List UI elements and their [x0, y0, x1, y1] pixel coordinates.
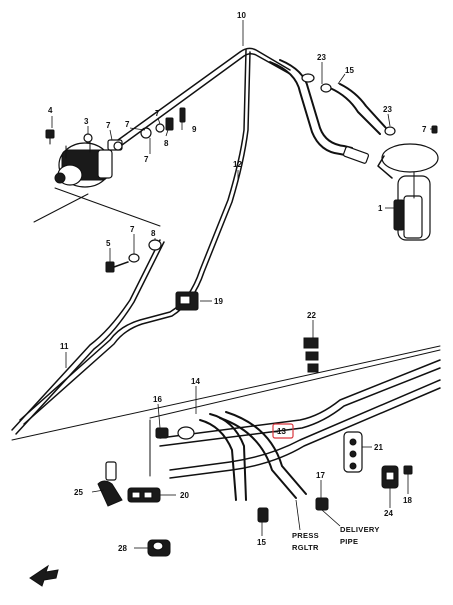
note-delivery-pipe-line1: DELIVERY [340, 525, 380, 534]
hose-13 [199, 411, 307, 501]
callout-11: 11 [60, 342, 69, 351]
callout-10: 10 [237, 11, 246, 20]
note-delivery-pipe-line2: PIPE [340, 537, 358, 546]
front-arrow-icon [29, 564, 59, 587]
callout-8-a: 8 [164, 139, 169, 148]
fuel-pipe-14-lower [169, 379, 441, 479]
callout-15-a: 15 [345, 66, 354, 75]
callout-24: 24 [384, 509, 393, 518]
callout-16: 16 [153, 395, 162, 404]
clip-19 [175, 291, 199, 311]
callout-7-e: 7 [422, 125, 427, 134]
callout-15-b: 15 [257, 538, 266, 547]
clip-28 [147, 539, 171, 557]
fuel-pipe-11 [11, 239, 165, 435]
bolt-3 [83, 133, 93, 143]
callout-21: 21 [374, 443, 383, 452]
clip-17 [315, 497, 329, 511]
body-panel-outline [11, 345, 441, 477]
clip-22 [303, 337, 319, 373]
callout-labels: 10 4 3 7 7 7 8 9 7 23 15 23 7 1 12 5 7 8… [48, 11, 427, 553]
callout-9: 9 [192, 125, 197, 134]
callout-28: 28 [118, 544, 127, 553]
hose-15 [329, 83, 387, 135]
fuel-hose-upper [269, 59, 370, 164]
callout-22: 22 [307, 311, 316, 320]
clamp-23-top [301, 73, 332, 93]
callout-7-a: 7 [106, 121, 111, 130]
callout-13-highlighted: 13 [272, 423, 294, 439]
clip-24 [381, 465, 399, 489]
note-press-regulator-line1: PRESS [292, 531, 319, 540]
clip-25 [97, 461, 123, 507]
clamp-23-side [384, 126, 396, 136]
leader-lines [51, 20, 434, 549]
callout-3: 3 [84, 117, 89, 126]
fuel-pipe-12 [19, 49, 251, 425]
callout-1: 1 [378, 204, 383, 213]
bracket-21 [343, 431, 363, 473]
washer-8-mid [148, 239, 162, 251]
screw-7-pump [431, 125, 438, 134]
callout-13: 13 [277, 427, 286, 436]
fuel-pipe-14 [159, 359, 441, 447]
callout-12: 12 [233, 160, 242, 169]
screw-18 [403, 465, 413, 475]
callout-7-d: 7 [144, 155, 149, 164]
callout-18: 18 [403, 496, 412, 505]
note-press-regulator-line2: RGLTR [292, 543, 319, 552]
bolt-5 [105, 261, 129, 273]
clip-15-lower [257, 507, 269, 523]
callout-7-c: 7 [155, 109, 160, 118]
fuel-filter-assembly [54, 139, 123, 188]
callout-5: 5 [106, 239, 111, 248]
washer-7-mid [128, 253, 140, 263]
callout-8-b: 8 [151, 229, 156, 238]
callout-14: 14 [191, 377, 200, 386]
callout-7-b: 7 [125, 120, 130, 129]
bracket-20 [127, 487, 161, 503]
callout-23-b: 23 [383, 105, 392, 114]
callout-17: 17 [316, 471, 325, 480]
callout-19: 19 [214, 297, 223, 306]
clamp-16 [155, 426, 195, 440]
callout-20: 20 [180, 491, 189, 500]
fuel-pump-1 [377, 143, 439, 241]
callout-23-a: 23 [317, 53, 326, 62]
callout-4: 4 [48, 106, 53, 115]
callout-7-f: 7 [130, 225, 135, 234]
bolt-4 [45, 129, 55, 145]
callout-25: 25 [74, 488, 83, 497]
